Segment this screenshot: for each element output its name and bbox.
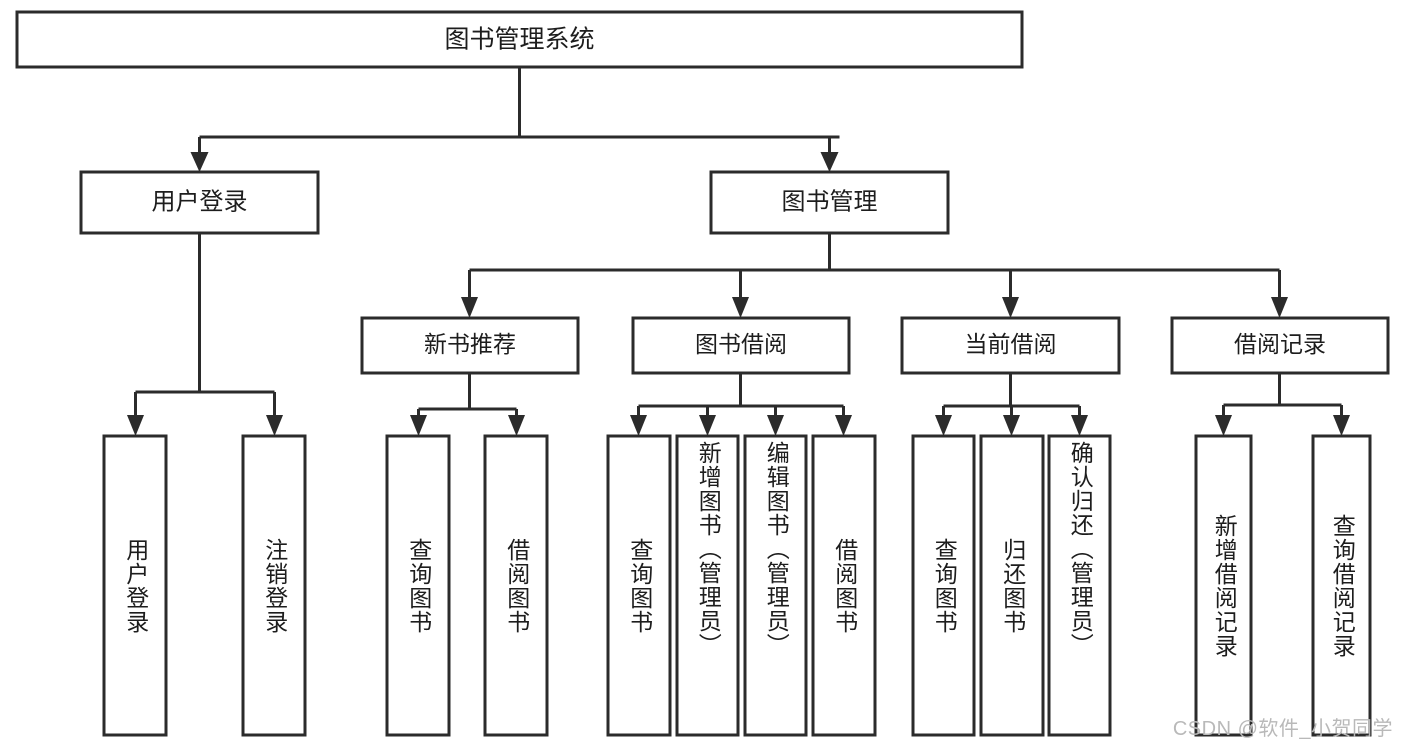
node-book-manage-box[interactable] [709,170,950,235]
leaf-boxes [102,434,1372,737]
node-book-borrow[interactable]: 图书借阅 [631,316,851,375]
node-user-login-label: 用户登录 [152,188,248,215]
node-leaf-confirm-return-admin-box[interactable] [1047,434,1112,737]
node-leaf-query-book-rec-box[interactable] [385,434,451,737]
node-leaf-borrow-book-rec-box[interactable] [483,434,549,737]
node-borrow-records-label: 借阅记录 [1234,331,1326,357]
node-current-borrow[interactable]: 当前借阅 [900,316,1121,375]
arrow-head-edit-book-admin [767,415,784,436]
node-leaf-edit-book-admin-box[interactable] [743,434,808,737]
node-root-label: 图书管理系统 [444,26,594,54]
node-current-borrow-box[interactable] [900,316,1121,375]
arrow-head-query-book-cur [935,415,952,436]
node-user-login[interactable]: 用户登录 [79,170,320,235]
arrow-head-query-book-lend [630,415,647,436]
node-leaf-query-book-lend-box[interactable] [606,434,672,737]
node-borrow-records-box[interactable] [1170,316,1390,375]
node-leaf-borrow-book-lend-box[interactable] [811,434,877,737]
node-book-borrow-label: 图书借阅 [695,331,787,357]
arrow-head-book-borrow [732,297,749,318]
arrow-head-query-book-rec [410,415,427,436]
node-leaf-query-borrow-record-box[interactable] [1311,434,1372,737]
arrow-head-add-borrow-record [1215,415,1232,436]
arrow-head-confirm-return-admin [1071,415,1088,436]
arrow-head-user-login [190,152,209,172]
node-root-box[interactable] [15,10,1024,69]
node-leaf-add-book-admin-box[interactable] [675,434,740,737]
node-borrow-records[interactable]: 借阅记录 [1170,316,1390,375]
connector-book-manage-to-level3 [461,233,1288,318]
arrow-head-new-book-rec [461,297,478,318]
connector-book-borrow-to-leaves [630,373,852,436]
arrow-head-leaf-user-login [127,415,144,436]
arrow-head-book-manage [820,152,839,172]
node-new-book-rec-box[interactable] [360,316,580,375]
node-leaf-query-book-cur-box[interactable] [911,434,976,737]
arrow-head-borrow-book-lend [835,415,852,436]
node-new-book-rec-label: 新书推荐 [424,331,516,357]
connector-current-borrow-to-leaves [935,373,1088,436]
node-book-manage-label: 图书管理 [782,188,878,215]
arrow-head-leaf-user-logout [266,415,283,436]
node-leaf-return-book-box[interactable] [979,434,1045,737]
arrow-head-query-borrow-record [1333,415,1350,436]
arrow-head-borrow-book-rec [508,415,525,436]
connector-borrow-records-to-leaves [1215,373,1350,436]
arrow-head-borrow-records [1271,297,1288,318]
arrow-head-return-book [1003,415,1020,436]
node-book-borrow-box[interactable] [631,316,851,375]
connector-new-book-rec-to-leaves [410,373,525,436]
arrow-head-add-book-admin [699,415,716,436]
arrow-head-current-borrow [1002,297,1019,318]
node-root[interactable]: 图书管理系统 [15,10,1024,69]
node-user-login-box[interactable] [79,170,320,235]
connector-root-to-level2 [190,67,840,172]
node-new-book-rec[interactable]: 新书推荐 [360,316,580,375]
node-leaf-add-borrow-record-box[interactable] [1194,434,1253,737]
node-current-borrow-label: 当前借阅 [965,331,1057,357]
node-book-manage[interactable]: 图书管理 [709,170,950,235]
node-leaf-user-login-box[interactable] [102,434,168,737]
connector-user-login-to-leaves [127,233,283,436]
node-leaf-user-logout-box[interactable] [241,434,307,737]
